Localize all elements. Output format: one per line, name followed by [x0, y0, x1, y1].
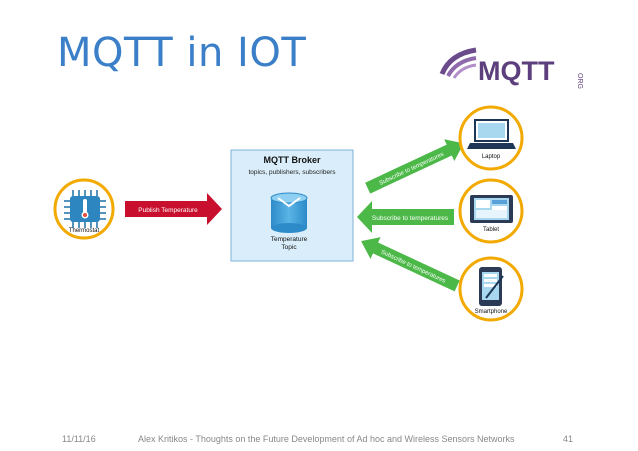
subscribe-label-middle: Subscribe to temperatures [372, 215, 449, 222]
laptop-icon [467, 119, 516, 149]
database-icon [270, 192, 308, 233]
chip-thermometer-icon [64, 190, 106, 228]
topic-label-line2: Topic [281, 244, 297, 251]
smartphone-icon [479, 267, 504, 306]
subscribe-label-top: Subscribe to temperatures [379, 152, 445, 187]
tablet-icon [470, 195, 513, 223]
logo-subtext: ORG [576, 73, 583, 89]
logo-swoosh-icon [439, 47, 477, 79]
subscribe-arrow-bottom: Subscribe to temperatures [361, 237, 460, 292]
subscribe-label-bottom: Subscribe to temperatures [380, 249, 446, 284]
subscribe-arrow-middle [357, 201, 454, 233]
mqtt-logo: MQTT ORG [436, 28, 586, 106]
logo-text: MQTT [478, 56, 555, 86]
smartphone-label: Smartphone [475, 309, 508, 315]
publish-arrow [125, 193, 222, 225]
thermostat-label: Thermostat [69, 228, 100, 234]
laptop-label: Laptop [482, 154, 501, 160]
broker-title: MQTT Broker [263, 155, 321, 165]
topic-label-line1: Temperature [271, 236, 308, 243]
publish-label: Publish Temperature [138, 207, 198, 214]
footer-text: Alex Kritikos - Thoughts on the Future D… [138, 434, 515, 444]
subscribe-arrow-top: Subscribe to temperatures [365, 139, 464, 194]
footer-date: 11/11/16 [62, 434, 96, 444]
broker-subtitle: topics, publishers, subscribers [248, 169, 336, 176]
tablet-label: Tablet [483, 227, 499, 233]
footer-page-number: 41 [563, 434, 574, 444]
slide-title: MQTT in IOT [57, 30, 307, 76]
